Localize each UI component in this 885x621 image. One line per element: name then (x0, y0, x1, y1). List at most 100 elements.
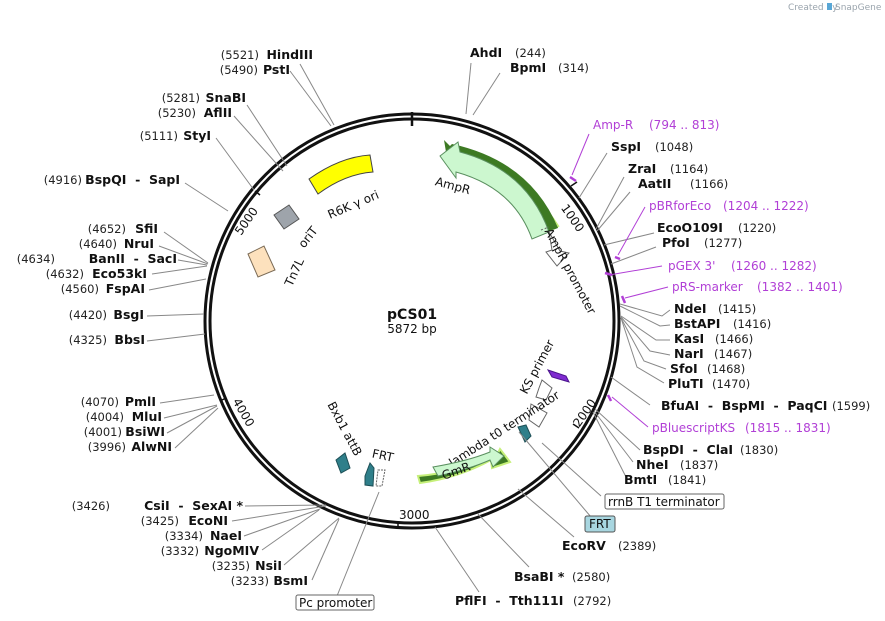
tick-1000-mark (570, 181, 578, 187)
enzyme-bspqi-name: BspQI - SapI (85, 172, 180, 187)
leader-nsii (283, 517, 340, 566)
enzyme-bsgi-name: BsgI (113, 307, 144, 322)
enzyme-ahdi-pos: (244) (515, 46, 546, 60)
leader-banii (177, 259, 208, 266)
enzyme-bmti-name: BmtI (624, 472, 657, 487)
r6k-ori-feature[interactable]: R6K γ ori (308, 154, 381, 222)
enzyme-kasi-name: KasI (674, 331, 704, 346)
primer-pgex3-name: pGEX 3' (668, 259, 715, 273)
enzyme-mlui-name: MluI (132, 409, 162, 424)
pc-promoter-label: Pc promoter (299, 596, 372, 610)
primer-markers (569, 133, 669, 428)
enzyme-bsmi-name: BsmI (273, 573, 308, 588)
rrnb-t1-label: rrnB T1 terminator (608, 495, 720, 509)
leader-nari (620, 316, 671, 356)
leader-bsiwi (166, 405, 218, 434)
plasmid-length: 5872 bp (387, 322, 437, 336)
enzyme-bstapi-pos: (1416) (733, 317, 771, 331)
leader-zrai (595, 176, 625, 230)
primer-tick-pbluescriptks (606, 394, 613, 402)
enzyme-ndei-pos: (1415) (718, 302, 756, 316)
enzyme-sspi-name: SspI (611, 139, 641, 154)
enzyme-sfii-name: SfiI (135, 221, 158, 236)
enzyme-sfoi-name: SfoI (670, 361, 698, 376)
enzyme-bbsi-pos: (4325) (69, 333, 107, 347)
leader-mlui (163, 404, 218, 419)
enzyme-zrai-pos: (1164) (670, 162, 708, 176)
leader-rrnb (541, 442, 602, 497)
leader-pmli (159, 394, 215, 404)
enzyme-pfoi-pos: (1277) (704, 236, 742, 250)
r6k-ori-label: R6K γ ori (326, 188, 381, 222)
created-by-text: Created by (788, 3, 838, 13)
enzyme-sfoi-pos: (1468) (707, 362, 745, 376)
orit-label: oriT (295, 223, 321, 250)
enzyme-bsabi-name: BsaBI * (514, 569, 565, 584)
leader-frt-box (518, 431, 592, 518)
leader-bspdi (594, 408, 641, 451)
pc-promoter-label-box[interactable]: Pc promoter (295, 594, 375, 611)
orit-feature[interactable]: oriT (273, 204, 321, 251)
ks-primer-arrow (546, 369, 570, 383)
enzyme-bspdi-name: BspDI - ClaI (643, 442, 733, 457)
leader-pc-promoter (336, 491, 380, 597)
bxb1-attb-label: Bxb1 attB (325, 399, 365, 458)
enzyme-fspai-pos: (4560) (61, 282, 99, 296)
enzyme-bsabi-pos: (2580) (572, 570, 610, 584)
leader-nhei (593, 410, 634, 463)
leader-bsabi (477, 513, 530, 568)
frt-inner-feature[interactable]: FRT (364, 446, 396, 487)
bxb1-attb-box (335, 452, 351, 474)
frt-inner-label: FRT (371, 446, 396, 464)
enzyme-bbsi-name: BbsI (114, 332, 145, 347)
tn7l-feature[interactable]: Tn7L (247, 245, 307, 289)
leader-bpmi (472, 72, 501, 116)
enzyme-pflfi-pos: (2792) (573, 594, 611, 608)
primer-pbluescriptks-name: pBluescriptKS (652, 421, 735, 435)
pc-promoter-box (295, 594, 375, 611)
rrnb-t1-label-box[interactable]: rrnB T1 terminator (604, 493, 725, 510)
enzyme-ecorv-name: EcoRV (562, 538, 606, 553)
leader-sfoi (620, 317, 667, 370)
frt-label-box[interactable]: FRT (584, 515, 616, 533)
leader-ahdi (465, 62, 472, 115)
enzyme-aflii-pos: (5230) (158, 106, 196, 120)
primer-prsmarker-range: (1382 .. 1401) (757, 280, 843, 294)
enzyme-naei-name: NaeI (210, 528, 242, 543)
enzyme-pluti-pos: (1470) (712, 377, 750, 391)
frt-box (584, 515, 616, 533)
primer-leader-ampr (571, 133, 590, 176)
gmr-label: GmR (440, 459, 472, 482)
enzyme-bsgi-pos: (4420) (69, 308, 107, 322)
tick-4000-mark (219, 397, 227, 402)
enzyme-bsiwi-pos: (4001) (84, 425, 122, 439)
leader-bstapi (619, 305, 671, 327)
enzyme-nsii-pos: (3235) (212, 559, 250, 573)
leader-snabi (246, 104, 288, 167)
r6k-ori-box (308, 154, 374, 195)
leader-hindiii (299, 63, 335, 126)
leader-fspai (148, 278, 207, 291)
leader-csii (244, 504, 327, 507)
primer-pbrforeco-range: (1204 .. 1222) (723, 199, 809, 213)
enzyme-ecoo109i-name: EcoO109I (657, 220, 723, 235)
enzyme-banii-pos: (4634) (17, 252, 55, 266)
enzyme-bpmi-name: BpmI (510, 60, 546, 75)
primer-labels: Amp-R (794 .. 813) pBRforEco (1204 .. 12… (593, 118, 843, 435)
leader-eco53ki (151, 265, 208, 275)
enzyme-nrui-name: NruI (124, 236, 154, 251)
brand-name: SnapGene (835, 3, 882, 13)
enzyme-banii-name: BanII - SacI (89, 251, 177, 266)
bxb1-attb-feature[interactable]: Bxb1 attB (325, 399, 365, 474)
ampr-promoter-label: AmpR promoter (542, 226, 599, 317)
primer-ampr-name: Amp-R (593, 118, 633, 132)
gmr-arrow (432, 446, 505, 477)
enzyme-hindiii-pos: (5521) (221, 48, 259, 62)
enzyme-nari-pos: (1467) (714, 347, 752, 361)
enzyme-nhei-name: NheI (636, 457, 669, 472)
primer-leader-pgex3 (608, 265, 663, 276)
enzyme-leader-lines-right (434, 62, 671, 593)
primer-tick-pgex3 (604, 271, 613, 277)
leader-ecoo109i (603, 232, 655, 246)
